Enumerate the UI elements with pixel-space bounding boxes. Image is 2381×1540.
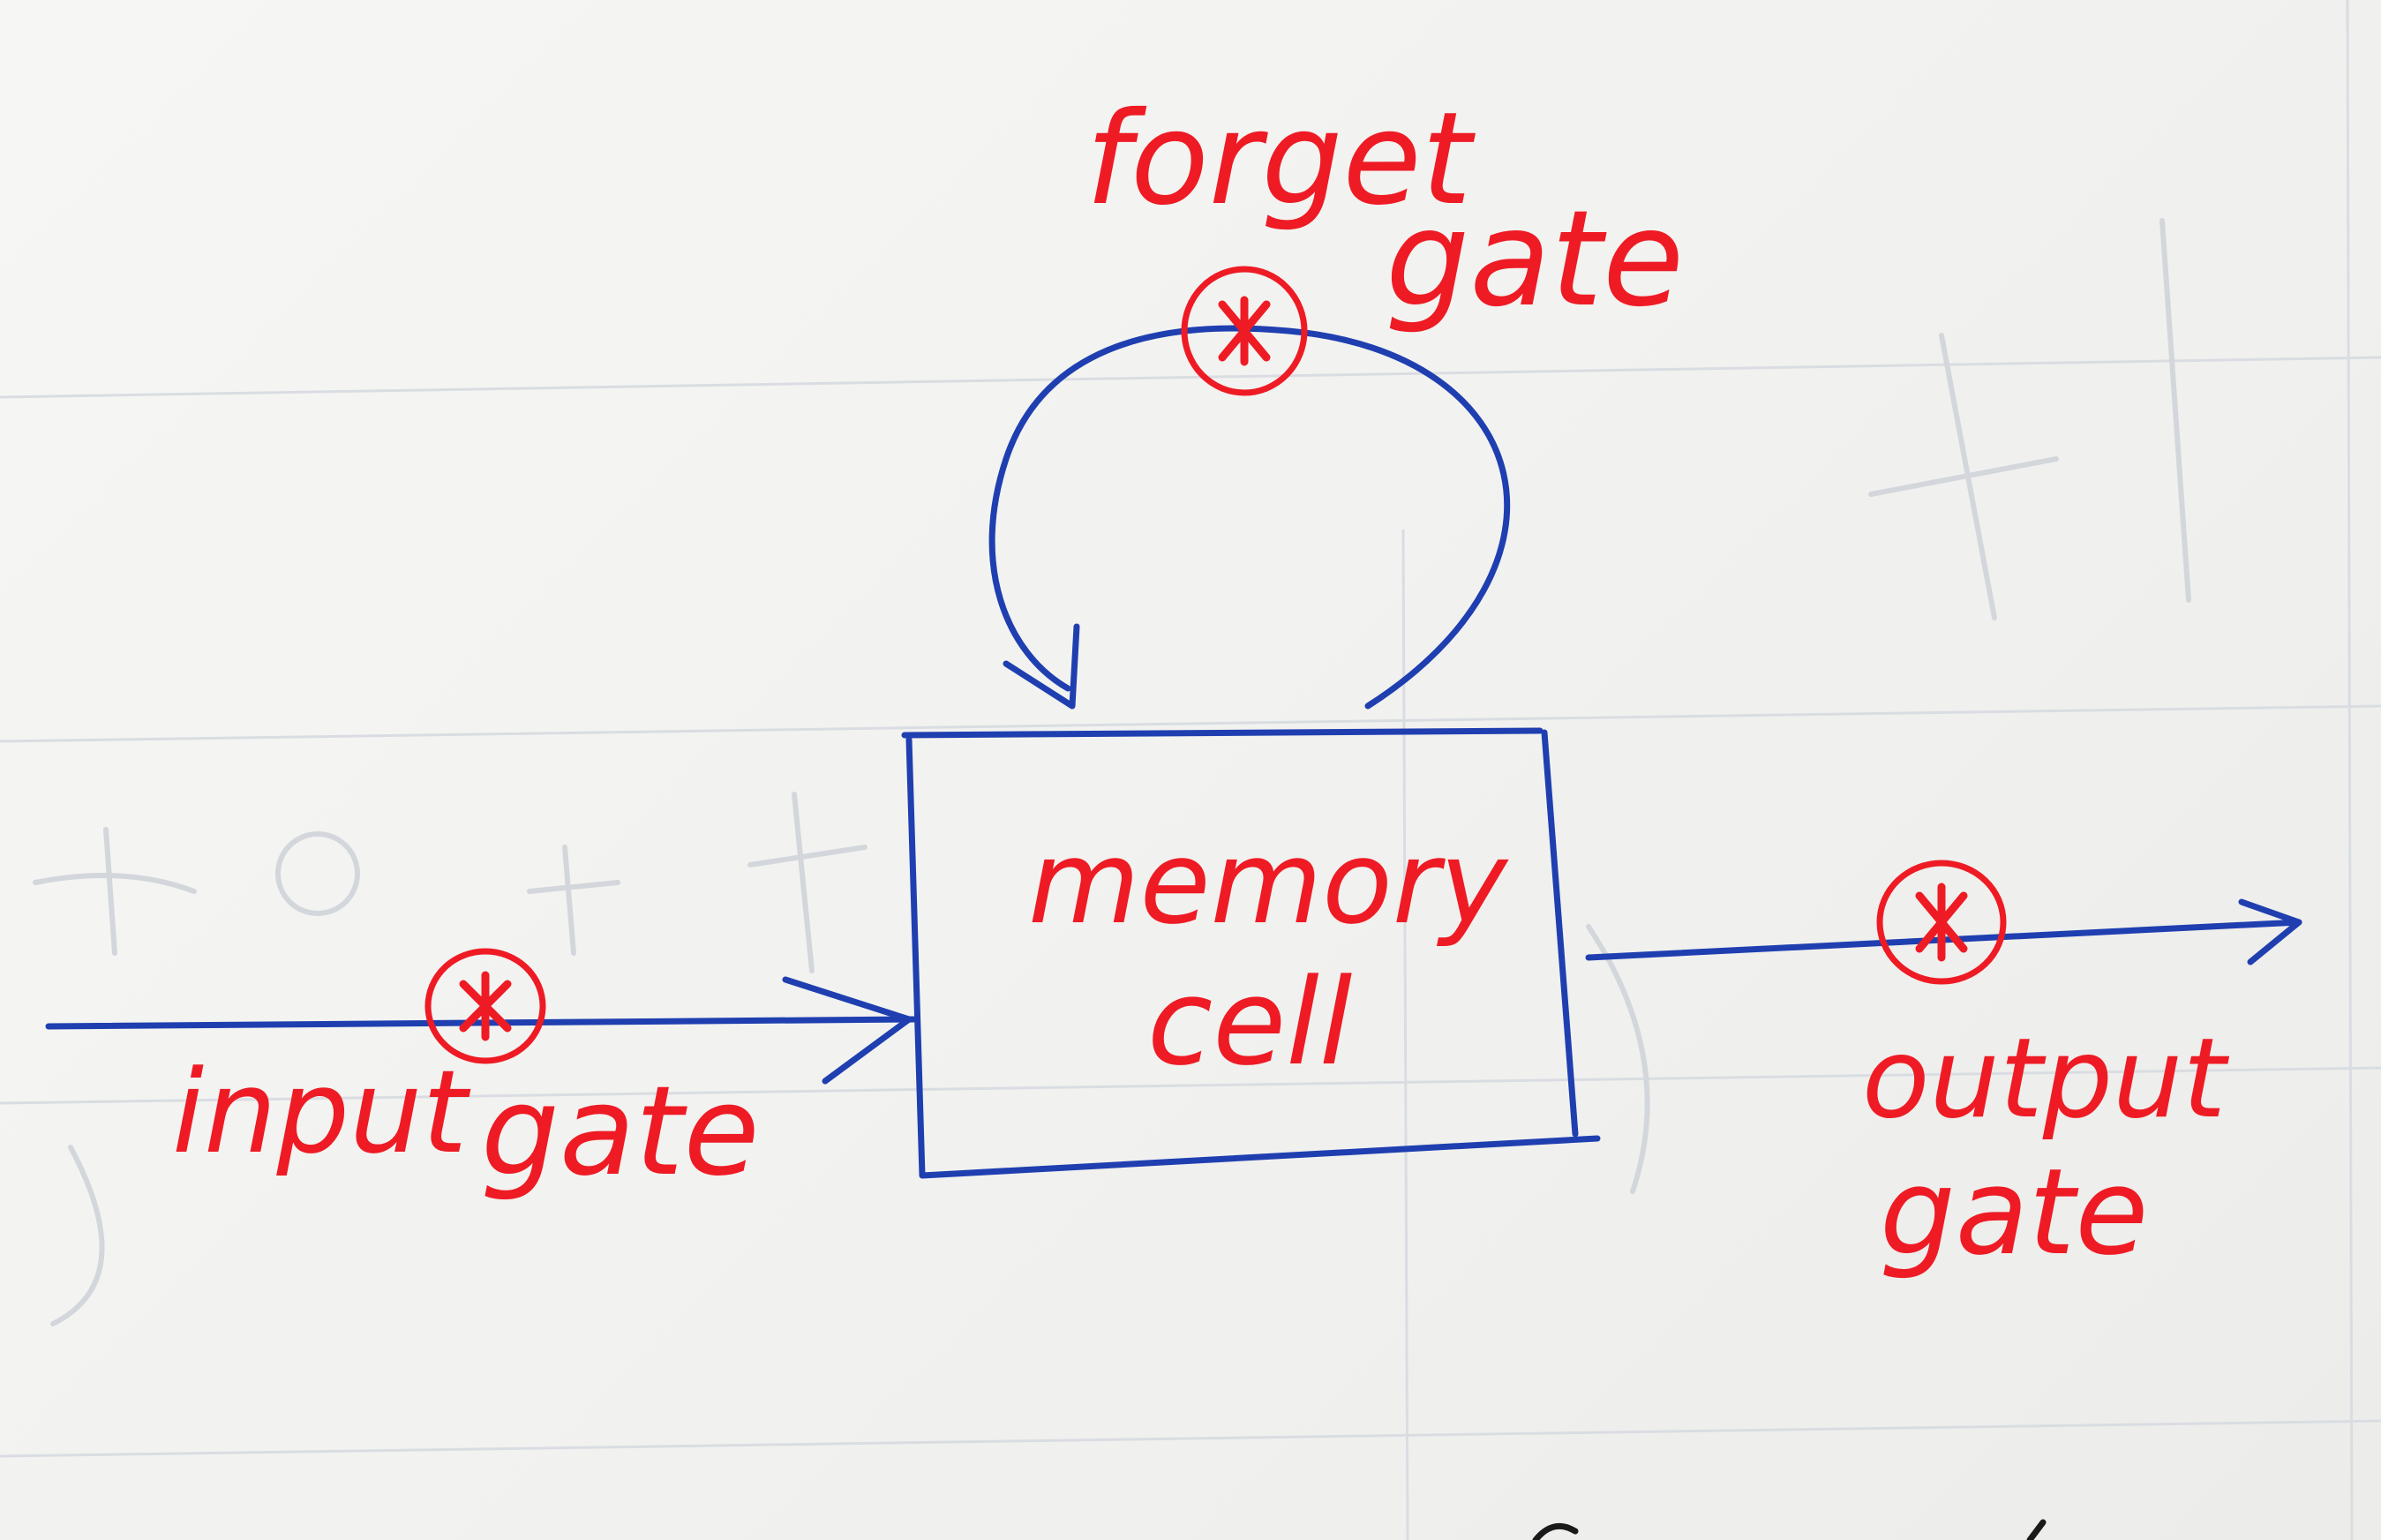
output-gate-label-line2: gate [1880,1143,2148,1281]
output-gate-multiply-icon [1876,860,2007,985]
forget-gate-label-line1: forget [1085,85,1476,234]
output-gate-label-line1: output [1862,1015,2229,1143]
input-gate-label-line1: input [172,1045,470,1179]
input-arrowhead [782,976,913,1085]
forget-gate-multiply-icon [1181,266,1308,396]
input-gate-label-line2: gate [481,1060,760,1204]
output-arrowhead [2238,898,2302,965]
forget-gate-label: forget gate [1085,85,1684,336]
forget-gate-label-line2: gate [1386,183,1684,336]
input-gate-label: input gate [172,1045,760,1204]
memory-cell-label-line2: cell [1147,953,1352,1092]
memory-cell-label: memory cell [1028,815,1509,1092]
input-line [45,1016,917,1030]
bleed-through-marks [33,218,2191,1326]
bottom-partial-ink [1532,1519,2047,1540]
forget-loop-arc [988,325,1510,710]
memory-cell-label-line1: memory [1028,815,1509,950]
forget-loop-arrowhead [1003,623,1080,710]
output-gate-label: output gate [1862,1015,2229,1281]
memory-cell-box [901,727,1601,1179]
input-gate-multiply-icon [424,948,546,1064]
